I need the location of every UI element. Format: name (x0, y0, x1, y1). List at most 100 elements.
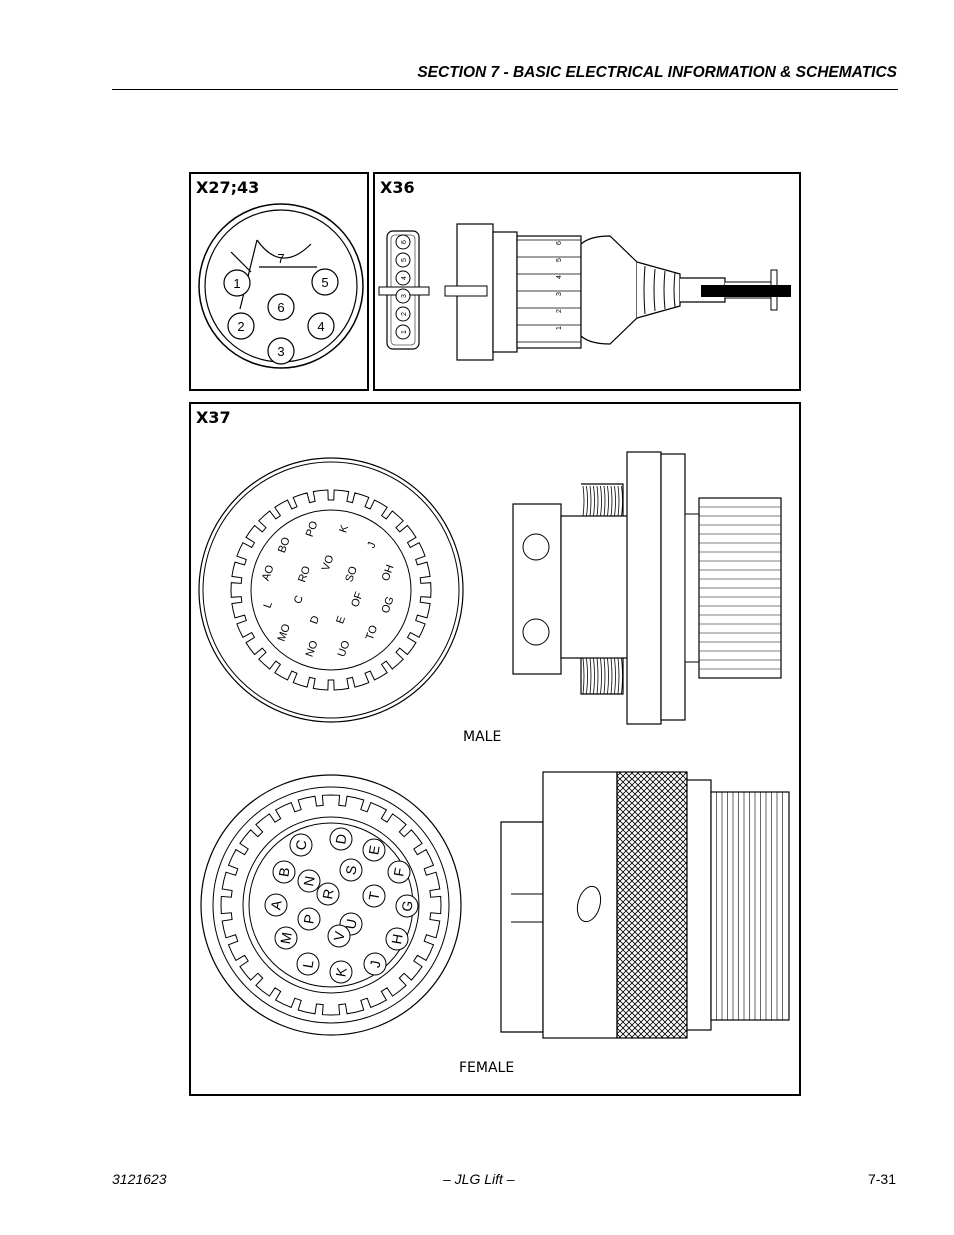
x37-female-pin: S (342, 864, 359, 876)
x37-male-pin: SO (343, 564, 360, 583)
x36-face-pin (395, 306, 411, 322)
x37-ridge (617, 657, 620, 695)
x37-female-insert (242, 816, 420, 994)
x37-male-pin: E (334, 614, 348, 625)
x37-ridge (589, 657, 592, 695)
x37-female-pin: R (319, 888, 337, 901)
x27-pin-label: 6 (277, 300, 284, 315)
x36-face-pin (395, 324, 411, 340)
x37-female-pin-socket (264, 893, 288, 917)
female-caption: FEMALE (459, 1060, 515, 1076)
x36-label: X36 (380, 178, 415, 197)
x37-female-pin-socket (297, 907, 321, 931)
x37-female-pin-socket (316, 882, 340, 906)
x37-female-pin: A (267, 898, 284, 911)
x36-face-pin-label: 4 (401, 276, 408, 280)
x37-ridge (593, 657, 595, 695)
x27-pin-3 (267, 337, 295, 365)
x37-female-pin: K (332, 965, 349, 978)
x37-female-pin-socket (272, 860, 296, 884)
x37-ridge (593, 485, 595, 517)
x36-side-pin-label: 5 (556, 258, 563, 262)
x37-male-pin: L (262, 600, 275, 610)
x37-ridge (614, 485, 616, 517)
x37-ridge (596, 657, 599, 695)
x37-ridge (610, 485, 613, 517)
x37-female-pin: P (300, 913, 317, 925)
x37-female-pin-socket (329, 827, 353, 851)
x27-pin-label: 5 (321, 275, 328, 290)
x37-male-pin: OF (349, 590, 366, 609)
x37-female-pin-socket (289, 833, 313, 857)
x37-ridge (607, 485, 609, 517)
x37-female-pin-socket (297, 869, 321, 893)
x27-pin-label: 1 (233, 276, 240, 291)
x37-male-teeth (230, 489, 432, 691)
x37-ridge (621, 657, 623, 695)
x37-female-pin-socket (385, 927, 409, 951)
x37-ridge (596, 485, 599, 517)
x37-ridge (586, 485, 588, 517)
x37-male-pin: K (337, 523, 351, 535)
x37-knurled-sleeve (616, 771, 688, 1039)
x37-ridge (603, 657, 606, 695)
x37-male-pin: MO (276, 622, 293, 643)
x27-pin-4 (307, 312, 335, 340)
x37-female-pin: E (365, 844, 382, 856)
section-title: SECTION 7 - BASIC ELECTRICAL INFORMATION… (417, 64, 897, 81)
x36-face-pin-label: 1 (401, 330, 408, 334)
x37-female-pin: B (275, 866, 292, 878)
x37-male-pin: UO (336, 639, 353, 659)
x27-pin-5 (311, 268, 339, 296)
x37-male-insert (250, 509, 412, 671)
x37-male-pin: NO (304, 639, 321, 659)
footer-center: – JLG Lift – (443, 1171, 515, 1187)
x37-ridge (589, 485, 592, 517)
x27-connector-diagram: 1 2 3 4 5 6 7 (198, 203, 364, 369)
x37-female-pin: T (365, 890, 382, 902)
header-rule (112, 89, 898, 90)
x37-ridge (614, 657, 616, 695)
x37-ridge (600, 485, 602, 517)
x37-female-pin-socket (327, 924, 351, 948)
x37-female-pin-socket (339, 858, 363, 882)
x36-side-pin-label: 1 (556, 326, 563, 330)
x37-female-pin-socket (362, 884, 386, 908)
x36-cable (701, 285, 791, 297)
x37-female-pin-socket (329, 960, 353, 984)
panel-x27: 1 2 3 4 5 6 7 X27;43 (189, 172, 369, 391)
x37-ridge (610, 657, 613, 695)
x27-pin-label: 7 (277, 251, 284, 266)
x36-face-pin-label: 6 (401, 240, 408, 244)
x37-male-pin: RO (296, 564, 313, 584)
x36-face-pin (395, 288, 411, 304)
doc-number: 3121623 (112, 1171, 167, 1187)
x37-ridge (607, 657, 609, 695)
x37-female-knurl (716, 792, 783, 1020)
x37-male-pin: TO (364, 623, 381, 642)
x27-pin-label: 3 (277, 344, 284, 359)
x37-male-pin: OH (380, 563, 397, 583)
x37-label: X37 (196, 408, 231, 427)
x37-female-pin: J (367, 959, 384, 969)
x37-female-pin: L (299, 959, 316, 970)
page-number: 7-31 (867, 1171, 896, 1187)
x37-female-pin-socket (274, 926, 298, 950)
x36-face-pin-label: 5 (401, 258, 408, 262)
x37-male-knurl (699, 506, 781, 670)
x37-ridge (582, 485, 585, 517)
x37-male-pin: AO (260, 563, 277, 582)
male-caption: MALE (463, 729, 502, 745)
x27-pin-2 (227, 312, 255, 340)
x37-ridge (617, 485, 620, 517)
x37-female-pin-socket (395, 894, 419, 918)
x37-female-pin: N (300, 875, 318, 888)
x36-side-pin-label: 6 (556, 241, 563, 245)
x37-female-pin: G (398, 899, 416, 913)
x37-male-pin: J (365, 541, 378, 550)
